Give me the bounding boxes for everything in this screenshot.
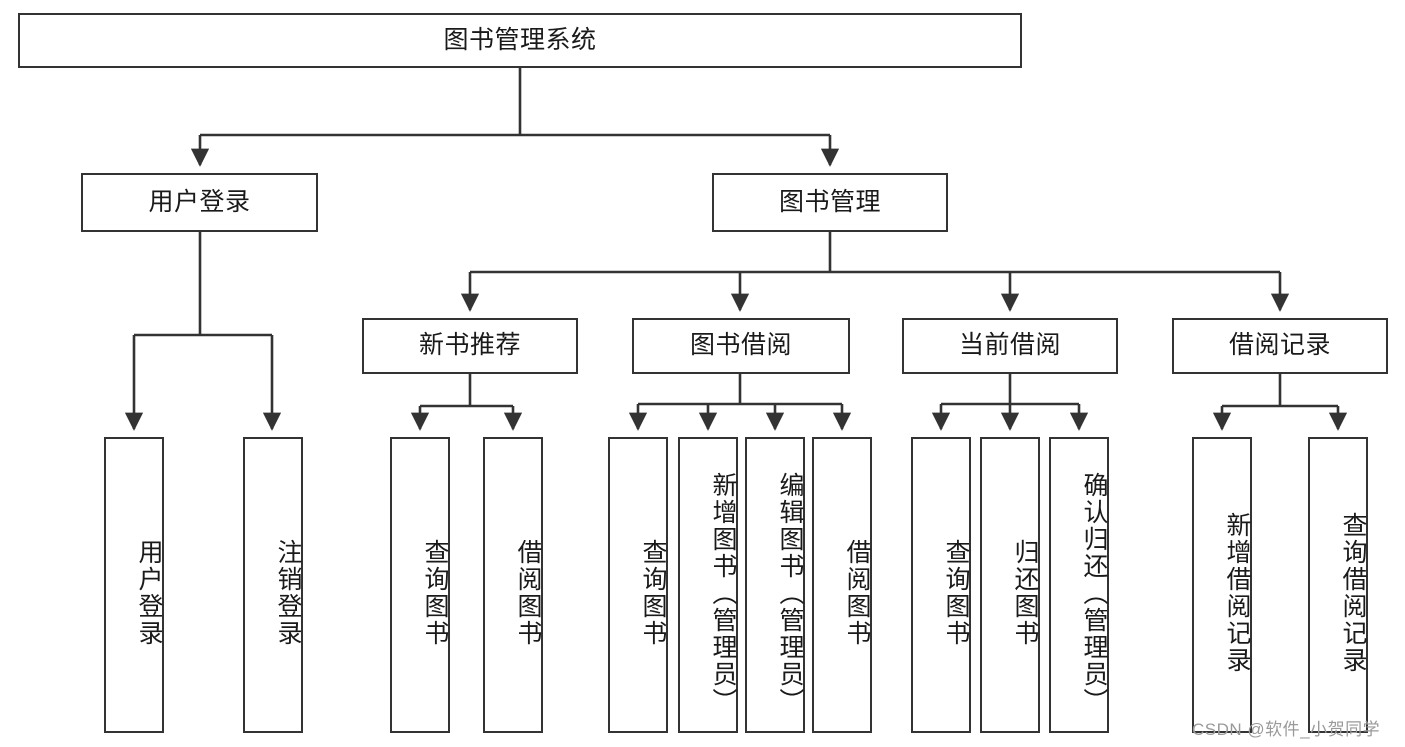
node-current-borrow[interactable]: 当前借阅 (902, 318, 1118, 374)
leaf-query-book-current[interactable]: 查询图书 (911, 437, 971, 733)
node-label: 注销登录 (274, 539, 302, 647)
node-label: 新增图书（管理员） (709, 471, 737, 715)
node-label: 当前借阅 (958, 331, 1061, 360)
leaf-borrow-book-recommend[interactable]: 借阅图书 (483, 437, 543, 733)
node-label: 查询图书 (639, 539, 667, 647)
node-label: 用户登录 (148, 187, 251, 216)
node-label: 借阅图书 (843, 539, 871, 647)
node-book-management[interactable]: 图书管理 (712, 173, 948, 232)
leaf-query-book-borrow[interactable]: 查询图书 (608, 437, 668, 733)
leaf-logout-login[interactable]: 注销登录 (243, 437, 303, 733)
leaf-query-book-recommend[interactable]: 查询图书 (390, 437, 450, 733)
node-label: 归还图书 (1011, 539, 1039, 647)
leaf-borrow-book[interactable]: 借阅图书 (812, 437, 872, 733)
node-user-login[interactable]: 用户登录 (81, 173, 318, 232)
node-label: 图书借阅 (689, 331, 792, 360)
node-label: 查询图书 (421, 539, 449, 647)
node-label: 查询图书 (942, 539, 970, 647)
leaf-return-book[interactable]: 归还图书 (980, 437, 1040, 733)
node-label: 编辑图书（管理员） (776, 471, 804, 715)
leaf-user-login[interactable]: 用户登录 (104, 437, 164, 733)
leaf-query-borrow-record[interactable]: 查询借阅记录 (1308, 437, 1368, 733)
node-book-borrow[interactable]: 图书借阅 (632, 318, 850, 374)
node-label: 查询借阅记录 (1339, 512, 1367, 674)
node-label: 用户登录 (135, 539, 163, 647)
node-borrow-record[interactable]: 借阅记录 (1172, 318, 1388, 374)
node-new-book-recommend[interactable]: 新书推荐 (362, 318, 578, 374)
node-label: 确认归还（管理员） (1080, 471, 1108, 715)
node-label: 新增借阅记录 (1223, 512, 1251, 674)
leaf-confirm-return-admin[interactable]: 确认归还（管理员） (1049, 437, 1109, 733)
watermark-text: CSDN @软件_小贺同学 (1192, 720, 1381, 739)
node-label: 借阅记录 (1228, 331, 1331, 360)
node-label: 图书管理系统 (443, 25, 597, 54)
node-label: 新书推荐 (418, 331, 521, 360)
node-label: 借阅图书 (514, 539, 542, 647)
node-book-management-system[interactable]: 图书管理系统 (18, 13, 1022, 68)
leaf-add-book-admin[interactable]: 新增图书（管理员） (678, 437, 738, 733)
leaf-add-borrow-record[interactable]: 新增借阅记录 (1192, 437, 1252, 733)
node-label: 图书管理 (778, 187, 881, 216)
leaf-edit-book-admin[interactable]: 编辑图书（管理员） (745, 437, 805, 733)
